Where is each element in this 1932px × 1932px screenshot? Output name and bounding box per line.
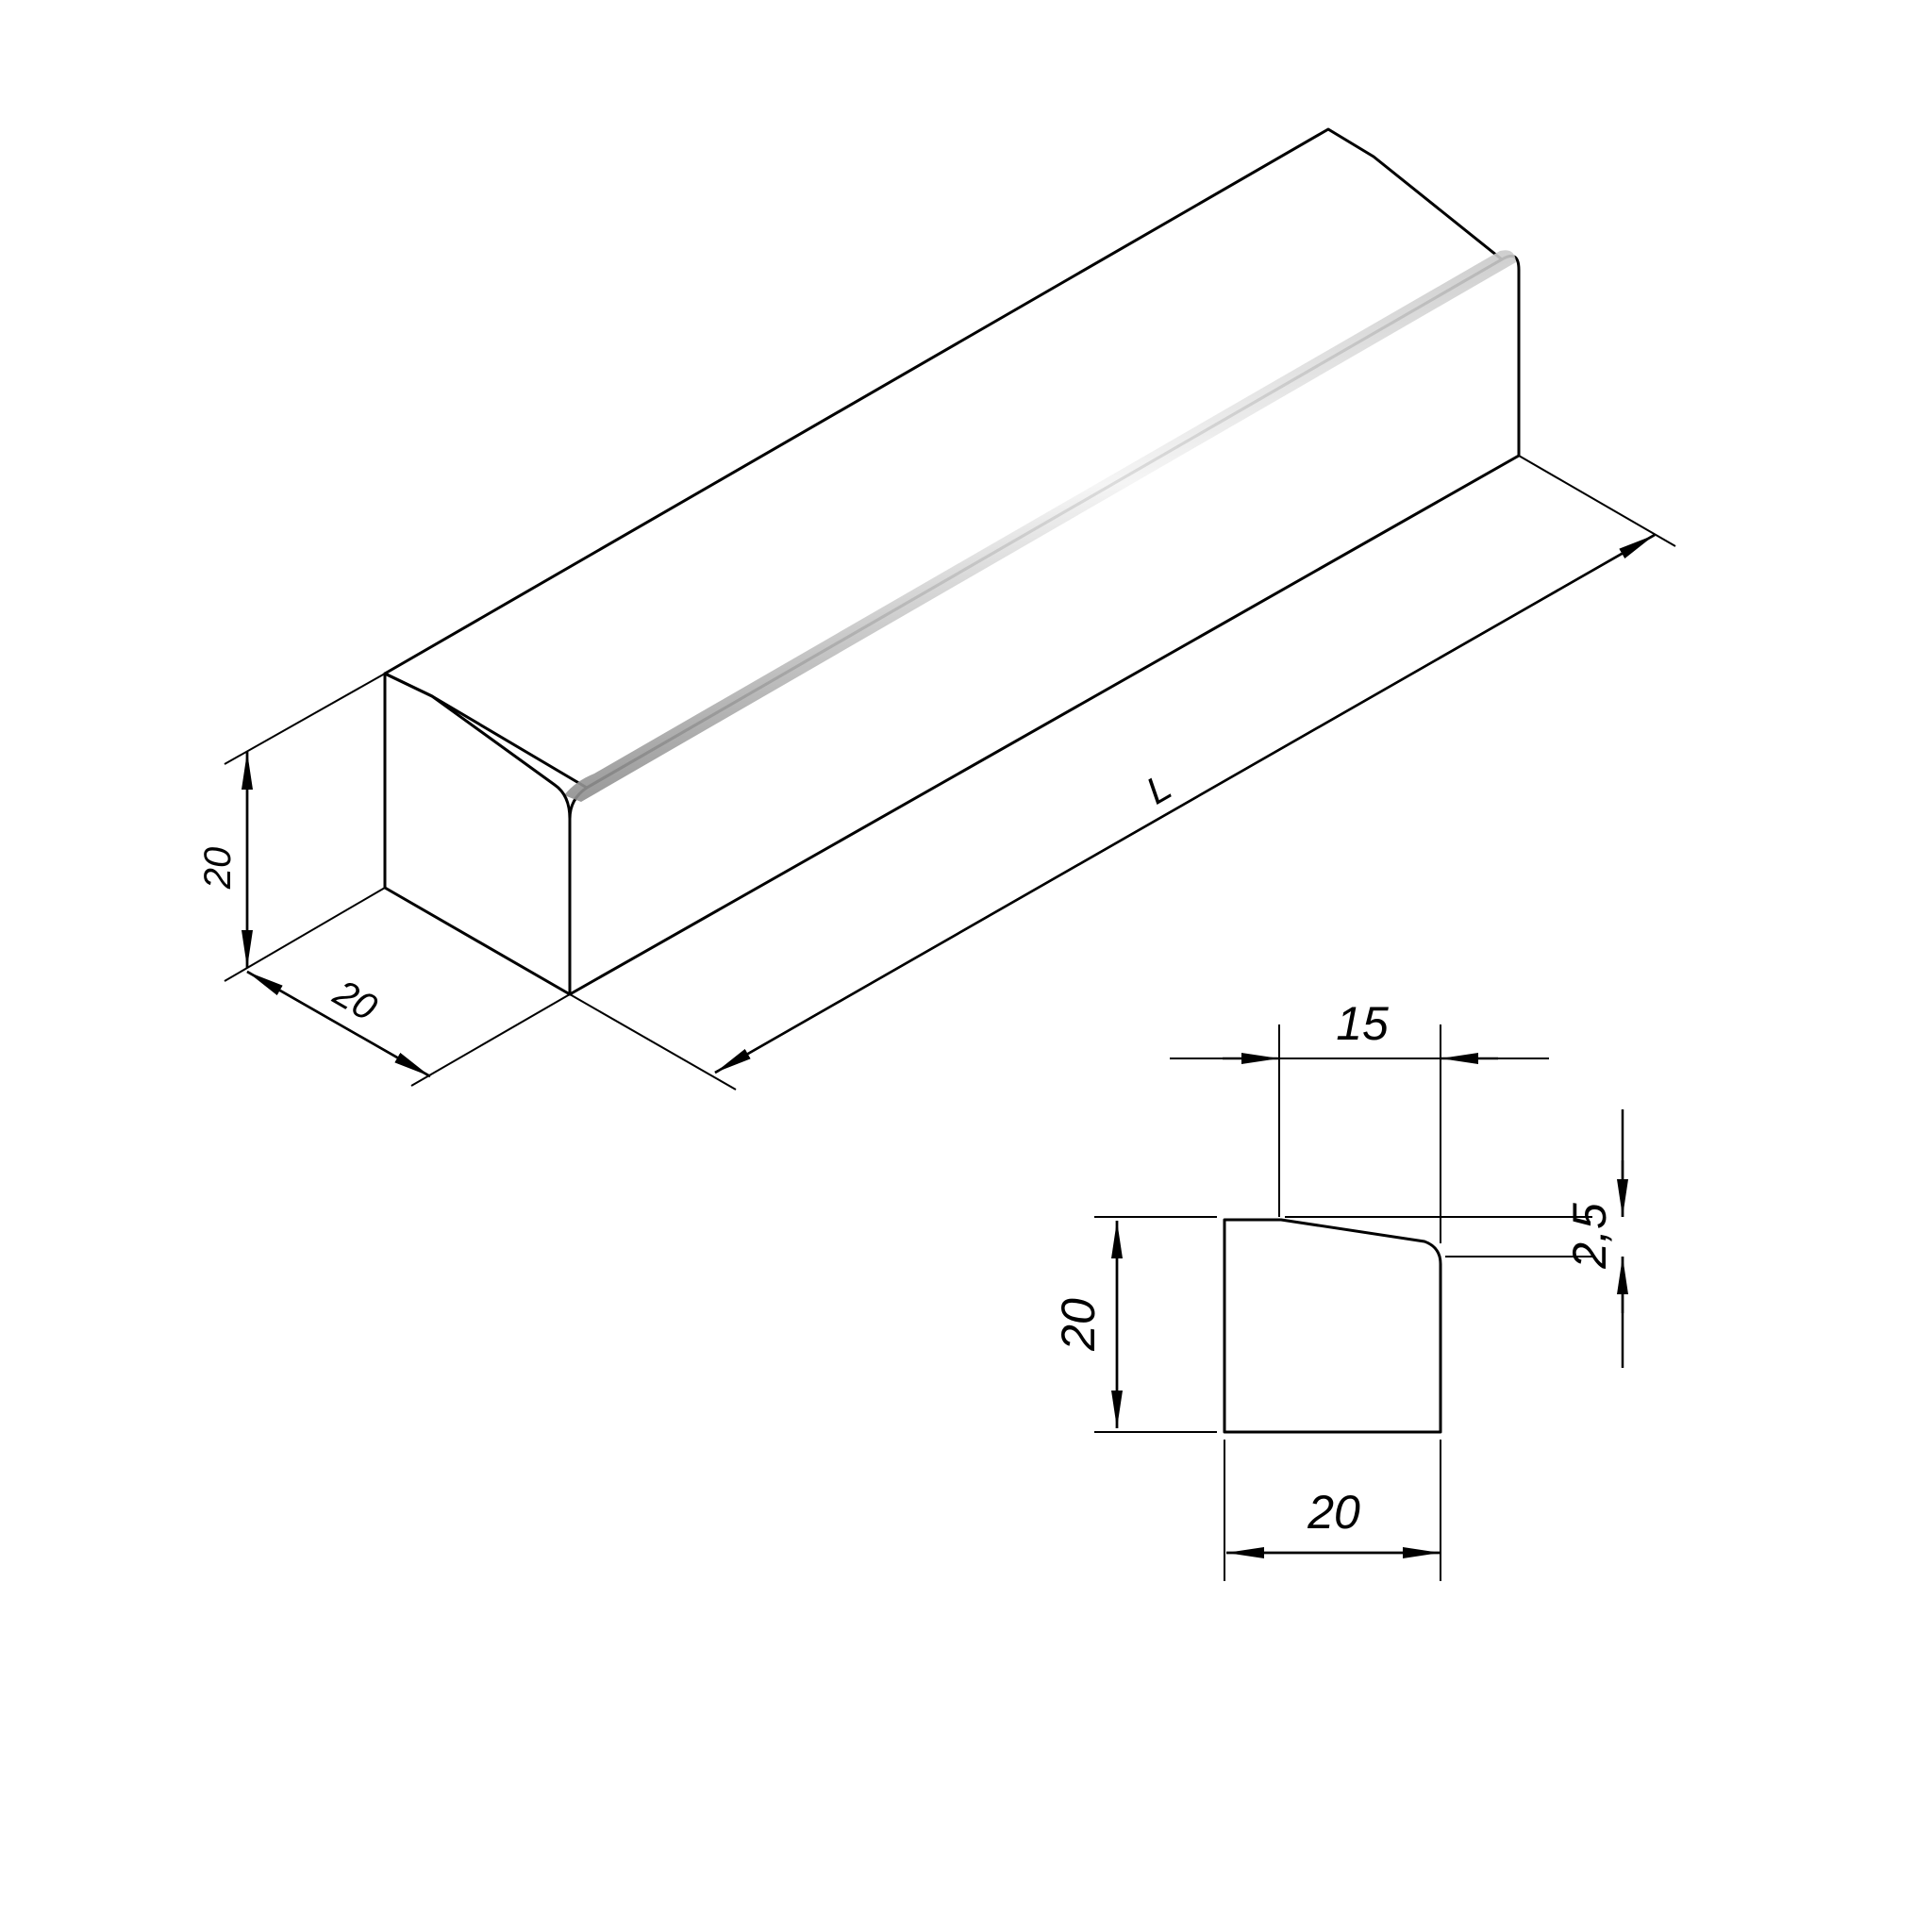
section-height-label: 20 [1052, 1298, 1105, 1352]
section-profile [1223, 1218, 1442, 1434]
section-dimensions: 15 20 2,5 20 [1052, 997, 1628, 1581]
isometric-block [383, 127, 1521, 996]
cross-section [1223, 1218, 1442, 1434]
block-rounded-edge [564, 250, 1516, 802]
iso-height-label: 20 [197, 847, 239, 891]
section-bottom-width-label: 20 [1307, 1486, 1360, 1539]
isometric-dimensions: 20 20 L [197, 455, 1676, 1091]
block-top-face [383, 127, 1504, 790]
section-top-width-label: 15 [1336, 997, 1389, 1050]
section-slope-label: 2,5 [1563, 1203, 1616, 1270]
iso-length-label: L [1140, 766, 1178, 812]
